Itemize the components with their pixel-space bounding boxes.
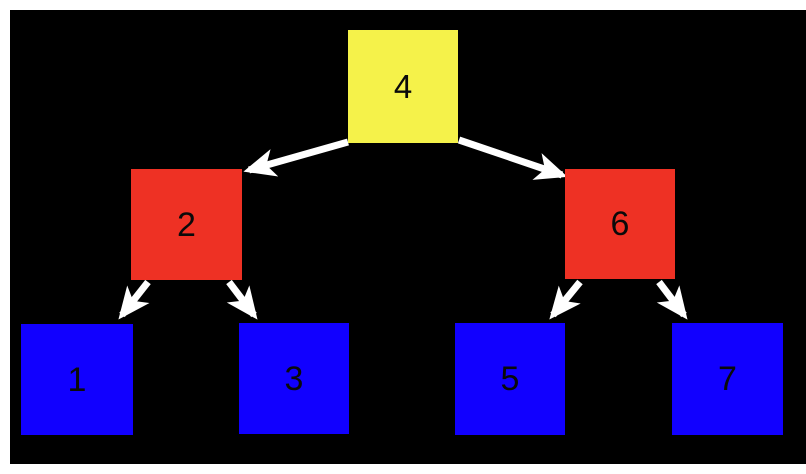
tree-edge <box>226 279 258 320</box>
tree-node-label: 1 <box>67 360 87 399</box>
tree-node-leaf-1[interactable]: 1 <box>21 324 133 435</box>
tree-edge <box>656 279 688 320</box>
tree-node-right-internal[interactable]: 6 <box>565 169 675 279</box>
tree-node-label: 2 <box>177 205 196 244</box>
tree-node-label: 7 <box>718 360 737 398</box>
tree-node-label: 6 <box>610 205 630 243</box>
tree-edge <box>243 138 349 177</box>
tree-node-label: 5 <box>500 360 520 398</box>
diagram-surface: 4 2 6 1 3 5 7 <box>10 10 806 464</box>
tree-node-leaf-5[interactable]: 5 <box>455 323 565 435</box>
tree-edge <box>457 136 568 180</box>
tree-node-leaf-3[interactable]: 3 <box>239 323 349 434</box>
tree-node-left-internal[interactable]: 2 <box>131 169 242 280</box>
tree-node-root[interactable]: 4 <box>348 30 458 143</box>
tree-node-label: 3 <box>284 359 304 398</box>
tree-edge <box>118 279 151 320</box>
tree-node-label: 4 <box>393 68 413 105</box>
tree-edge <box>549 279 583 320</box>
tree-node-leaf-7[interactable]: 7 <box>672 323 783 435</box>
